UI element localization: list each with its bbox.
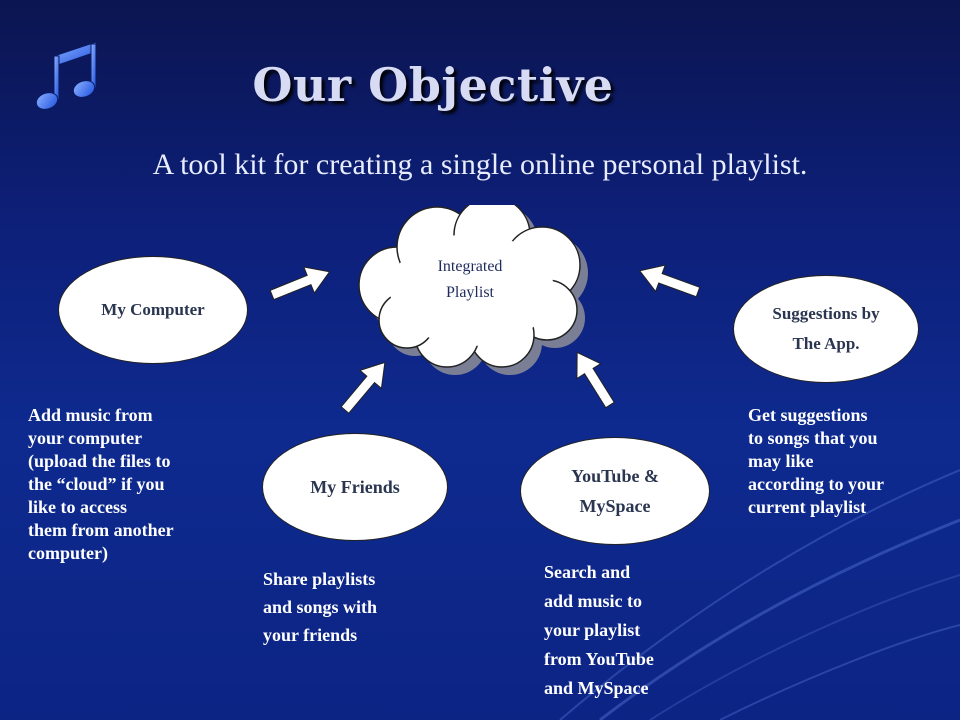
node-my-computer-label: My Computer xyxy=(101,300,205,319)
desc-line: your playlist xyxy=(544,620,641,640)
desc-line: the “cloud” if you xyxy=(28,474,165,494)
integrated-playlist-label: Integrated Playlist xyxy=(402,254,538,306)
node-suggestions-label-line1: Suggestions by xyxy=(772,304,880,323)
desc-line: your friends xyxy=(263,625,358,645)
desc-line: and MySpace xyxy=(544,678,649,698)
music-note-icon xyxy=(35,41,97,110)
desc-line: add music to xyxy=(544,591,643,611)
playlist-cloud-shape xyxy=(358,205,588,375)
node-my-friends-label: My Friends xyxy=(310,476,400,497)
desc-my-computer: Add music from your computer (upload the f… xyxy=(28,404,228,565)
desc-line: may like xyxy=(748,451,814,471)
desc-line: Add music from xyxy=(28,405,153,425)
desc-my-friends: Share playlists and songs with your friend… xyxy=(263,565,433,649)
desc-suggestions: Get suggestions to songs that you may like… xyxy=(748,404,938,519)
node-my-friends: My Friends xyxy=(262,433,448,541)
center-label-line1: Integrated xyxy=(437,258,503,275)
node-youtube-label-line1: YouTube & xyxy=(571,466,659,486)
desc-line: Search and xyxy=(544,562,631,582)
desc-line: Share playlists xyxy=(263,569,376,589)
desc-line: computer) xyxy=(28,543,108,563)
desc-line: and songs with xyxy=(263,597,378,617)
desc-line: (upload the files to xyxy=(28,451,171,471)
slide-title: Our Objective xyxy=(252,58,614,112)
node-youtube-myspace: YouTube & MySpace xyxy=(520,437,710,545)
desc-line: your computer xyxy=(28,428,143,448)
node-suggestions-label-line2: The App. xyxy=(792,334,860,353)
node-my-computer: My Computer xyxy=(58,256,248,364)
desc-line: them from another xyxy=(28,520,174,540)
desc-line: according to your xyxy=(748,474,884,494)
desc-line: Get suggestions xyxy=(748,405,868,425)
desc-line: current playlist xyxy=(748,497,867,517)
desc-youtube-myspace: Search and add music to your playlist from … xyxy=(544,558,709,703)
node-youtube-label-line2: MySpace xyxy=(579,496,651,516)
desc-line: like to access xyxy=(28,497,127,517)
desc-line: to songs that you xyxy=(748,428,878,448)
center-label-line2: Playlist xyxy=(445,284,494,301)
desc-line: from YouTube xyxy=(544,649,654,669)
node-suggestions: Suggestions by The App. xyxy=(733,275,919,383)
slide-subtitle: A tool kit for creating a single online … xyxy=(152,148,808,181)
